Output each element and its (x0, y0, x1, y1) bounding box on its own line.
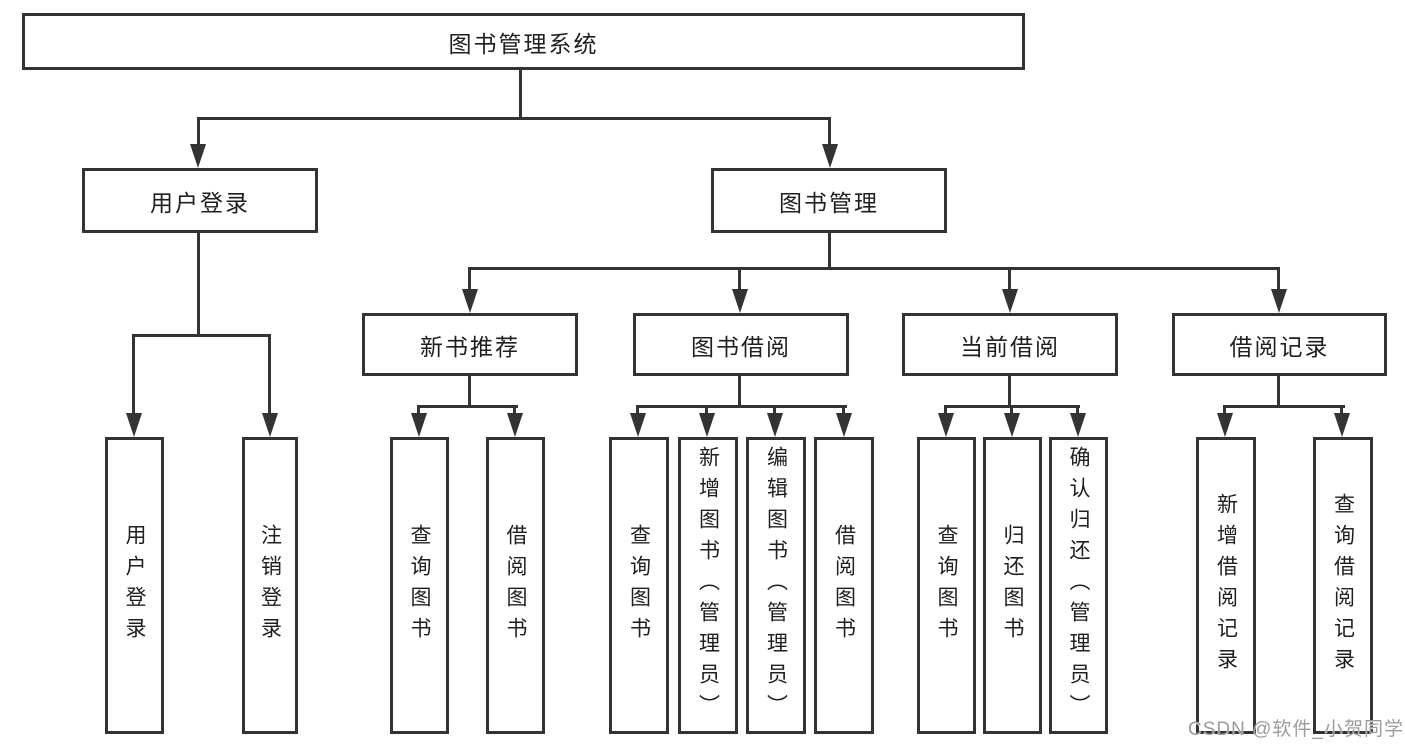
node-query-borrow-record: 查询借阅记录 (1313, 437, 1373, 734)
arrow-down-icon (411, 413, 427, 437)
edge-line (738, 267, 741, 293)
node-borrow-book-recommend: 借阅图书 (486, 437, 545, 734)
arrow-down-icon (1334, 413, 1350, 437)
edge-line (468, 267, 471, 293)
arrow-down-icon (732, 289, 748, 313)
edge-line (1076, 406, 1079, 416)
edge-line (197, 117, 831, 120)
edge-line (705, 406, 708, 416)
edge-line (944, 405, 1080, 408)
arrow-down-icon (699, 413, 715, 437)
arrow-down-icon (1271, 289, 1287, 313)
edge-line (636, 406, 639, 416)
node-return-book: 归还图书 (983, 437, 1042, 734)
edge-line (828, 232, 831, 270)
edge-line (197, 117, 200, 149)
csdn-watermark: CSDN @软件_小贺同学 (1188, 719, 1404, 740)
node-add-book-admin: 新增图书（管理员） (678, 437, 738, 734)
arrow-down-icon (1217, 413, 1233, 437)
arrow-down-icon (938, 413, 954, 437)
arrow-down-icon (836, 413, 852, 437)
edge-line (468, 267, 1280, 270)
edge-line (828, 117, 831, 149)
edge-line (132, 334, 135, 416)
edge-line (268, 334, 271, 416)
edge-line (738, 374, 741, 408)
edge-line (1008, 374, 1011, 408)
node-query-book-borrow: 查询图书 (609, 437, 669, 734)
arrow-down-icon (1070, 413, 1086, 437)
edge-line (842, 406, 845, 416)
node-query-book-current: 查询图书 (917, 437, 976, 734)
node-library-system: 图书管理系统 (22, 13, 1025, 70)
edge-line (773, 406, 776, 416)
arrow-down-icon (126, 413, 142, 437)
edge-line (417, 406, 420, 416)
edge-line (1010, 406, 1013, 416)
edge-line (1277, 267, 1280, 293)
node-book-management: 图书管理 (711, 168, 947, 233)
arrow-down-icon (507, 413, 523, 437)
node-book-borrow: 图书借阅 (633, 313, 849, 376)
edge-line (197, 232, 200, 336)
edge-line (1223, 405, 1345, 408)
edge-line (1008, 267, 1011, 293)
arrow-down-icon (462, 289, 478, 313)
edge-line (468, 374, 471, 408)
node-logout-action: 注销登录 (242, 437, 298, 734)
node-borrow-book: 借阅图书 (814, 437, 874, 734)
arrow-down-icon (630, 413, 646, 437)
node-edit-book-admin: 编辑图书（管理员） (746, 437, 806, 734)
node-new-book-recommend: 新书推荐 (362, 313, 578, 376)
edge-line (1340, 406, 1343, 416)
edge-line (519, 67, 522, 119)
arrow-down-icon (1004, 413, 1020, 437)
edge-line (636, 405, 847, 408)
node-user-login: 用户登录 (82, 168, 318, 233)
node-borrow-records: 借阅记录 (1172, 313, 1387, 376)
node-confirm-return-admin: 确认归还（管理员） (1049, 437, 1108, 734)
edge-line (132, 334, 271, 337)
edge-line (513, 406, 516, 416)
arrow-down-icon (1002, 289, 1018, 313)
node-current-borrow: 当前借阅 (902, 313, 1118, 376)
arrow-down-icon (190, 144, 206, 168)
arrow-down-icon (262, 413, 278, 437)
arrow-down-icon (822, 144, 838, 168)
edge-line (1223, 406, 1226, 416)
node-user-login-action: 用户登录 (105, 437, 164, 734)
edge-line (417, 405, 518, 408)
edge-line (944, 406, 947, 416)
arrow-down-icon (767, 413, 783, 437)
node-add-borrow-record: 新增借阅记录 (1196, 437, 1256, 734)
edge-line (1277, 374, 1280, 408)
node-query-book-recommend: 查询图书 (390, 437, 449, 734)
